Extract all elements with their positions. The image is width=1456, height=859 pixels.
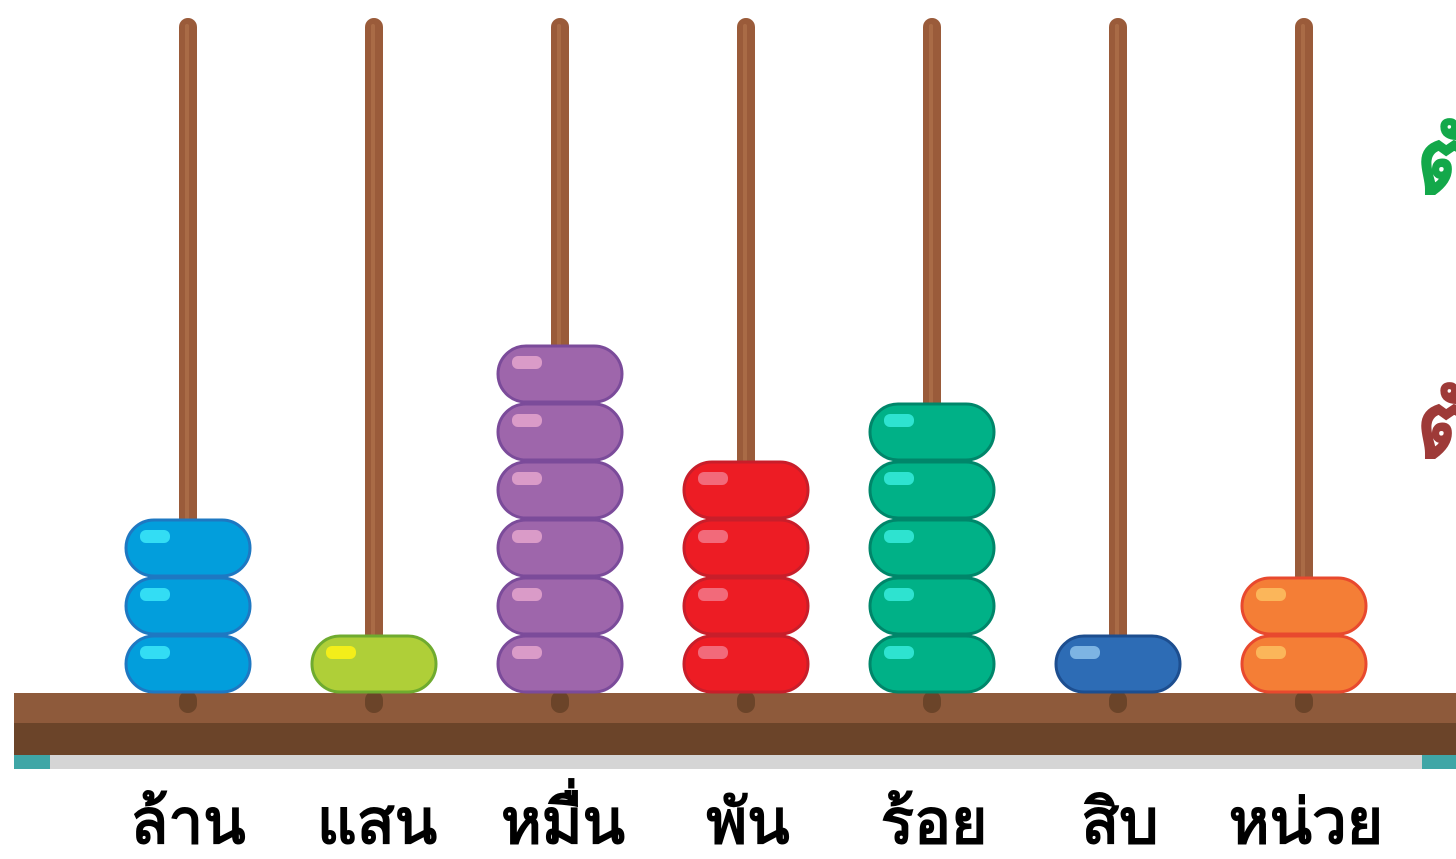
bead-shine-units: [1256, 646, 1286, 659]
bead-hundreds: [870, 404, 994, 460]
bead-shine-millions: [140, 646, 170, 659]
bead-hundreds: [870, 520, 994, 576]
bead-shine-thousands: [698, 646, 728, 659]
bead-shine-ten-thousands: [512, 646, 542, 659]
bead-shine-ten-thousands: [512, 356, 542, 369]
bead-shine-millions: [140, 588, 170, 601]
bead-shine-tens: [1070, 646, 1100, 659]
bead-shine-hundreds: [884, 472, 914, 485]
place-label-millions: ล้าน: [130, 784, 245, 859]
bead-units: [1242, 578, 1366, 634]
bead-millions: [126, 636, 250, 692]
bead-shine-millions: [140, 530, 170, 543]
place-label-hundred-thousands: แสน: [317, 784, 437, 859]
bead-ten-thousands: [498, 636, 622, 692]
place-label-tens: สิบ: [1081, 784, 1158, 859]
bead-ten-thousands: [498, 520, 622, 576]
bead-shine-hundred-thousands: [326, 646, 356, 659]
bead-hundred-thousands: [312, 636, 436, 692]
place-label-hundreds: ร้อย: [881, 784, 988, 859]
rod-foot-tens: [1109, 691, 1127, 713]
bead-ten-thousands: [498, 462, 622, 518]
rod-foot-hundreds: [923, 691, 941, 713]
base-corner-left: [14, 753, 50, 769]
side-text-red: ตั: [1416, 376, 1456, 476]
bead-thousands: [684, 462, 808, 518]
rod-foot-hundred-thousands: [365, 691, 383, 713]
bead-tens: [1056, 636, 1180, 692]
rod-foot-units: [1295, 691, 1313, 713]
bead-shine-thousands: [698, 588, 728, 601]
frame-bottom: [14, 723, 1456, 755]
rod-highlight-hundred-thousands: [371, 24, 375, 684]
bead-ten-thousands: [498, 404, 622, 460]
bead-shine-thousands: [698, 472, 728, 485]
place-label-units: หน่วย: [1229, 784, 1383, 859]
rod-highlight-tens: [1115, 24, 1119, 684]
bead-ten-thousands: [498, 346, 622, 402]
side-text-green: ตั: [1416, 112, 1456, 212]
bead-shine-ten-thousands: [512, 414, 542, 427]
bead-hundreds: [870, 462, 994, 518]
bead-thousands: [684, 636, 808, 692]
place-label-thousands: พัน: [706, 784, 789, 859]
bead-shine-ten-thousands: [512, 588, 542, 601]
bead-shine-thousands: [698, 530, 728, 543]
bead-hundreds: [870, 636, 994, 692]
bead-thousands: [684, 520, 808, 576]
bead-shine-hundreds: [884, 530, 914, 543]
frame-top: [14, 693, 1456, 723]
bead-shine-hundreds: [884, 414, 914, 427]
rod-foot-ten-thousands: [551, 691, 569, 713]
bead-ten-thousands: [498, 578, 622, 634]
bead-shine-ten-thousands: [512, 530, 542, 543]
base-strip: [14, 753, 1456, 769]
bead-millions: [126, 520, 250, 576]
place-label-ten-thousands: หมื่น: [501, 784, 625, 859]
bead-shine-hundreds: [884, 588, 914, 601]
bead-millions: [126, 578, 250, 634]
rod-foot-thousands: [737, 691, 755, 713]
bead-shine-hundreds: [884, 646, 914, 659]
bead-shine-units: [1256, 588, 1286, 601]
base-corner-right: [1422, 753, 1456, 769]
bead-thousands: [684, 578, 808, 634]
bead-shine-ten-thousands: [512, 472, 542, 485]
bead-units: [1242, 636, 1366, 692]
rod-foot-millions: [179, 691, 197, 713]
bead-hundreds: [870, 578, 994, 634]
